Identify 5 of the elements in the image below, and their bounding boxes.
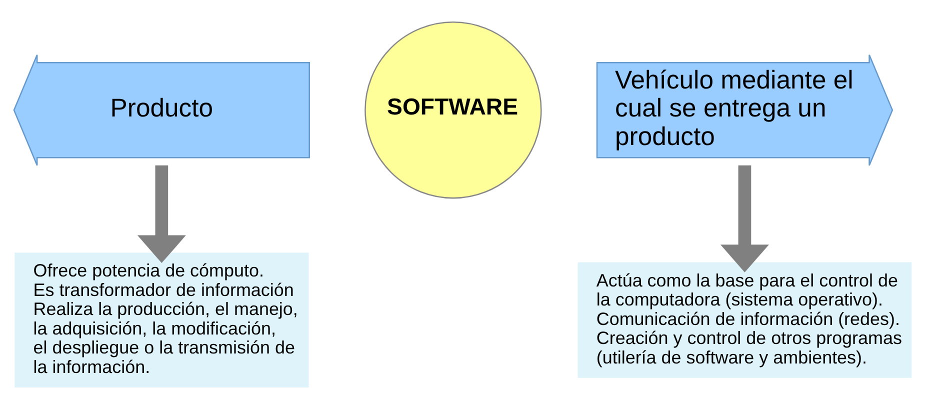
arrow (720, 164, 769, 272)
node-circle: SOFTWARE (364, 21, 542, 198)
node-box: Actúa como la base para el control de la computadora (sistema operativo). Comunicación de información (redes). Creación y control de otros programas (utilería de software y ambientes). (578, 262, 912, 378)
node-box: Ofrece potencia de cómputo. Es transformador de información Realiza la producción, el manejo, la adquisición, la modificación, el despliegue o la transmisión de la información. (14, 252, 309, 387)
arrow (137, 164, 186, 263)
